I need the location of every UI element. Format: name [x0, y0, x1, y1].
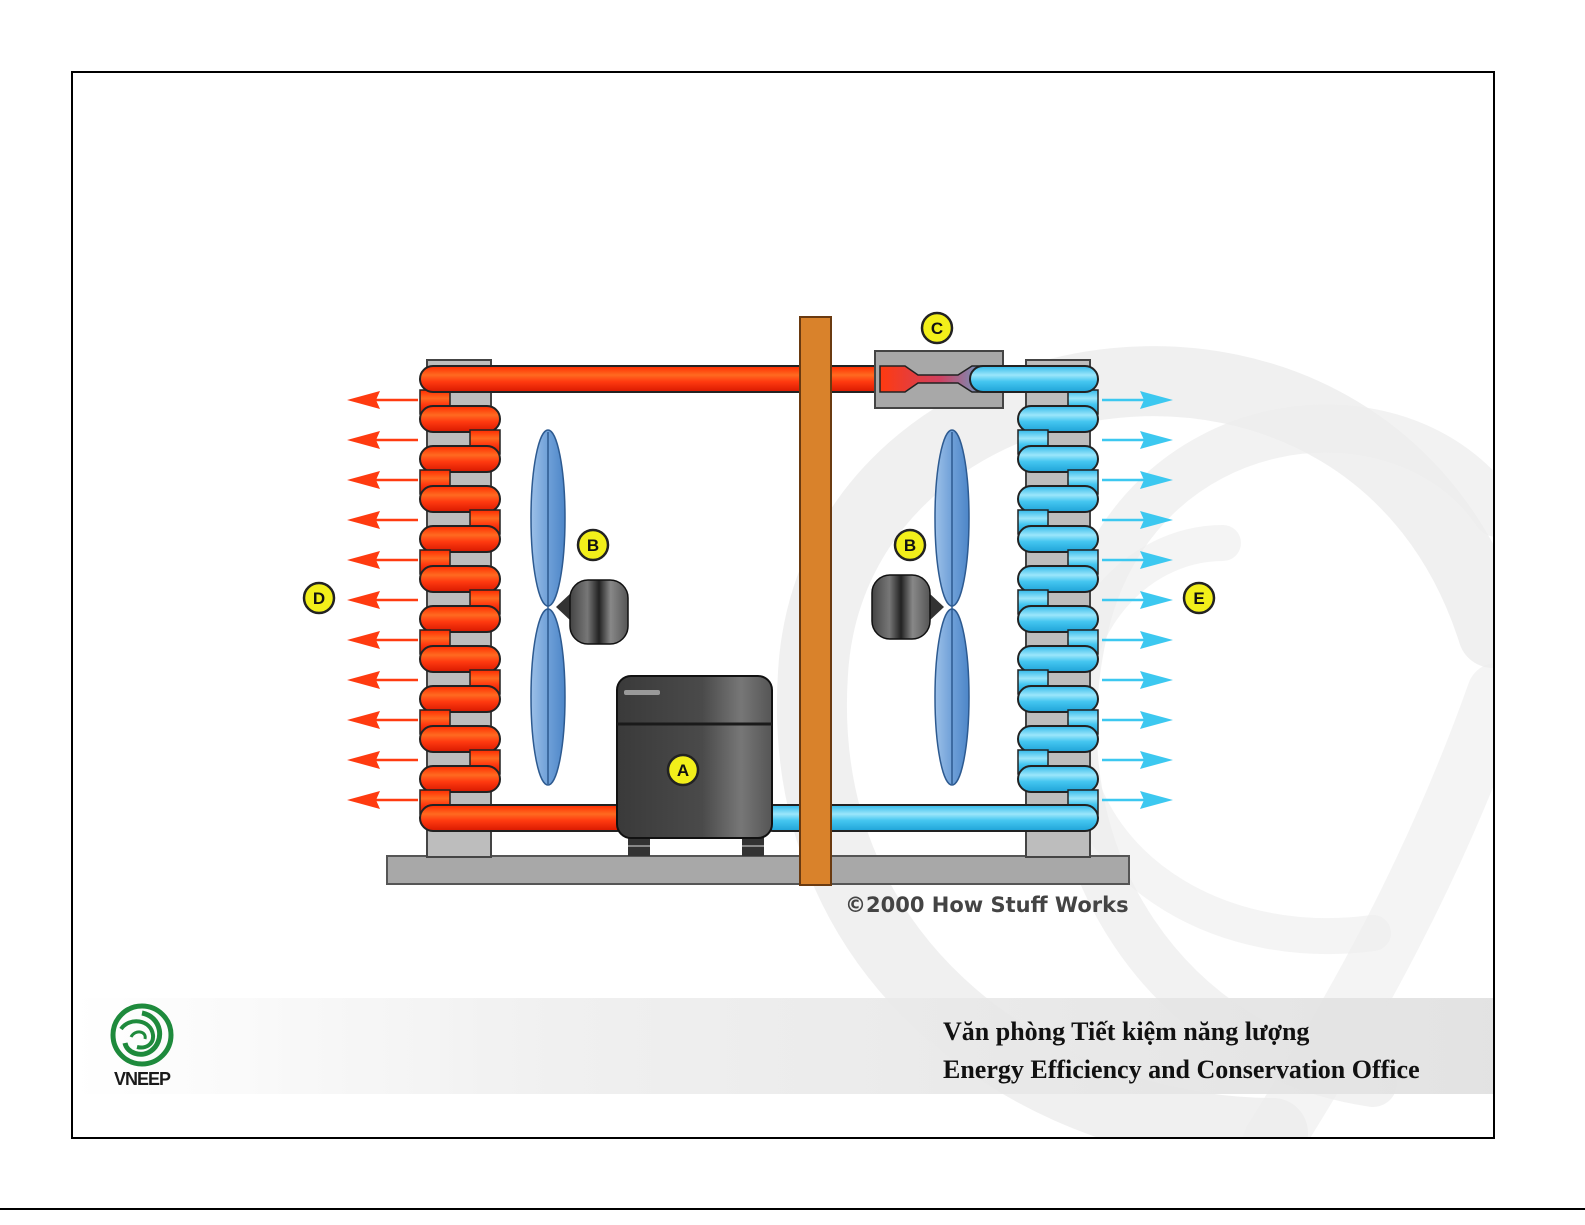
- ac-cycle-diagram: A B B C D E ©2000 How Stuff Works: [302, 311, 1216, 917]
- cold-air-arrow: [1102, 671, 1173, 689]
- cold-air-arrow: [1102, 591, 1173, 609]
- hot-air-arrow: [347, 791, 418, 809]
- callout-a: A: [666, 753, 700, 787]
- hot-air-arrow: [347, 391, 418, 409]
- footer-title-english: Energy Efficiency and Conservation Offic…: [943, 1055, 1420, 1084]
- svg-text:D: D: [313, 589, 325, 608]
- svg-text:E: E: [1193, 589, 1204, 608]
- copyright-text: ©2000 How Stuff Works: [845, 893, 1129, 917]
- coil-loop: [1017, 485, 1099, 513]
- slide-frame: VNEEP Văn phòng Tiết kiệm năng lượng Ene…: [71, 71, 1495, 1139]
- footer-band: [73, 998, 1493, 1094]
- footer-text: Văn phòng Tiết kiệm năng lượng Energy Ef…: [943, 1013, 1420, 1089]
- evaporator-coil: [1017, 389, 1099, 815]
- cold-air-arrow: [1102, 791, 1173, 809]
- coil-loop: [1017, 565, 1099, 593]
- logo-text: VNEEP: [114, 1069, 171, 1089]
- hot-air-arrow: [347, 671, 418, 689]
- hot-air-arrows: [347, 391, 418, 809]
- svg-text:B: B: [587, 536, 599, 555]
- cold-pipe-top: [969, 365, 1099, 393]
- hot-air-arrow: [347, 471, 418, 489]
- coil-loop: [1017, 765, 1099, 793]
- cold-air-arrow: [1102, 751, 1173, 769]
- cold-air-arrow: [1102, 431, 1173, 449]
- coil-loop: [1017, 645, 1099, 673]
- coil-loop: [419, 565, 501, 593]
- condenser-coil: [419, 389, 501, 815]
- coil-loop: [1017, 525, 1099, 553]
- coil-loop: [1017, 445, 1099, 473]
- cold-air-arrow: [1102, 631, 1173, 649]
- coil-loop: [419, 485, 501, 513]
- hot-air-arrow: [347, 551, 418, 569]
- coil-loop: [1017, 685, 1099, 713]
- base-plate: [386, 855, 1130, 885]
- hot-air-arrow: [347, 511, 418, 529]
- coil-loop: [419, 725, 501, 753]
- coil-loop: [419, 605, 501, 633]
- callout-c: C: [920, 311, 954, 345]
- cold-air-arrows: [1102, 391, 1173, 809]
- left-fan: [530, 429, 629, 786]
- hot-air-arrow: [347, 631, 418, 649]
- hot-air-arrow: [347, 431, 418, 449]
- wall: [799, 316, 832, 886]
- cold-air-arrow: [1102, 551, 1173, 569]
- coil-loop: [1017, 405, 1099, 433]
- hot-air-arrow: [347, 711, 418, 729]
- hot-pipe-bottom: [419, 804, 631, 832]
- page-bottom-rule: [0, 1208, 1585, 1210]
- callout-b-left: B: [576, 528, 610, 562]
- coil-loop: [1017, 605, 1099, 633]
- coil-loop: [419, 765, 501, 793]
- hot-air-arrow: [347, 751, 418, 769]
- cold-air-arrow: [1102, 511, 1173, 529]
- hot-air-arrow: [347, 591, 418, 609]
- callout-d: D: [302, 581, 336, 615]
- vneep-logo: VNEEP: [110, 1003, 174, 1089]
- coil-loop: [419, 525, 501, 553]
- svg-text:A: A: [677, 761, 689, 780]
- callout-b-right: B: [893, 528, 927, 562]
- svg-text:B: B: [904, 536, 916, 555]
- callout-e: E: [1182, 581, 1216, 615]
- coil-loop: [419, 445, 501, 473]
- coil-loop: [419, 645, 501, 673]
- compressor: [616, 675, 773, 856]
- coil-loop: [1017, 725, 1099, 753]
- coil-loop: [419, 685, 501, 713]
- svg-text:C: C: [931, 319, 943, 338]
- right-fan: [871, 429, 970, 786]
- coil-loop: [419, 405, 501, 433]
- cold-air-arrow: [1102, 391, 1173, 409]
- cold-air-arrow: [1102, 471, 1173, 489]
- footer-title-vietnamese: Văn phòng Tiết kiệm năng lượng: [943, 1017, 1310, 1046]
- cold-air-arrow: [1102, 711, 1173, 729]
- hot-pipe-top: [419, 365, 921, 393]
